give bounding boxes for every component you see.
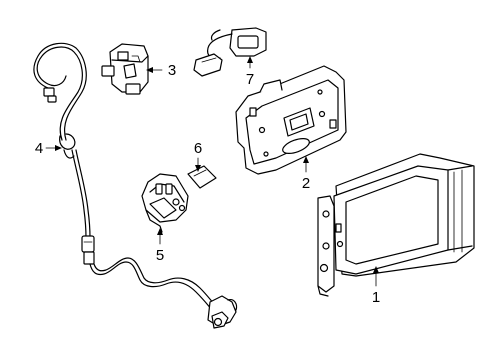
callout-7: 7 [246,56,254,88]
callout-5: 5 [156,228,164,264]
wiring-harness [33,42,238,329]
callout-1-label: 1 [372,289,380,306]
bracket-plate [235,65,347,175]
callout-7-label: 7 [246,71,254,88]
display-unit [317,153,475,297]
callout-3-label: 3 [168,62,176,79]
callout-2: 2 [302,156,310,192]
callout-3: 3 [146,62,176,79]
switch-module [141,173,189,233]
callout-6-label: 6 [194,140,202,157]
callout-4: 4 [35,140,62,157]
connector-housing [101,43,149,95]
callout-1: 1 [372,266,380,306]
callout-5-label: 5 [156,247,164,264]
callout-6: 6 [194,140,202,172]
clip-strap [193,27,267,77]
callout-2-label: 2 [302,175,310,192]
callout-4-label: 4 [35,140,43,157]
label-pad [187,165,217,189]
